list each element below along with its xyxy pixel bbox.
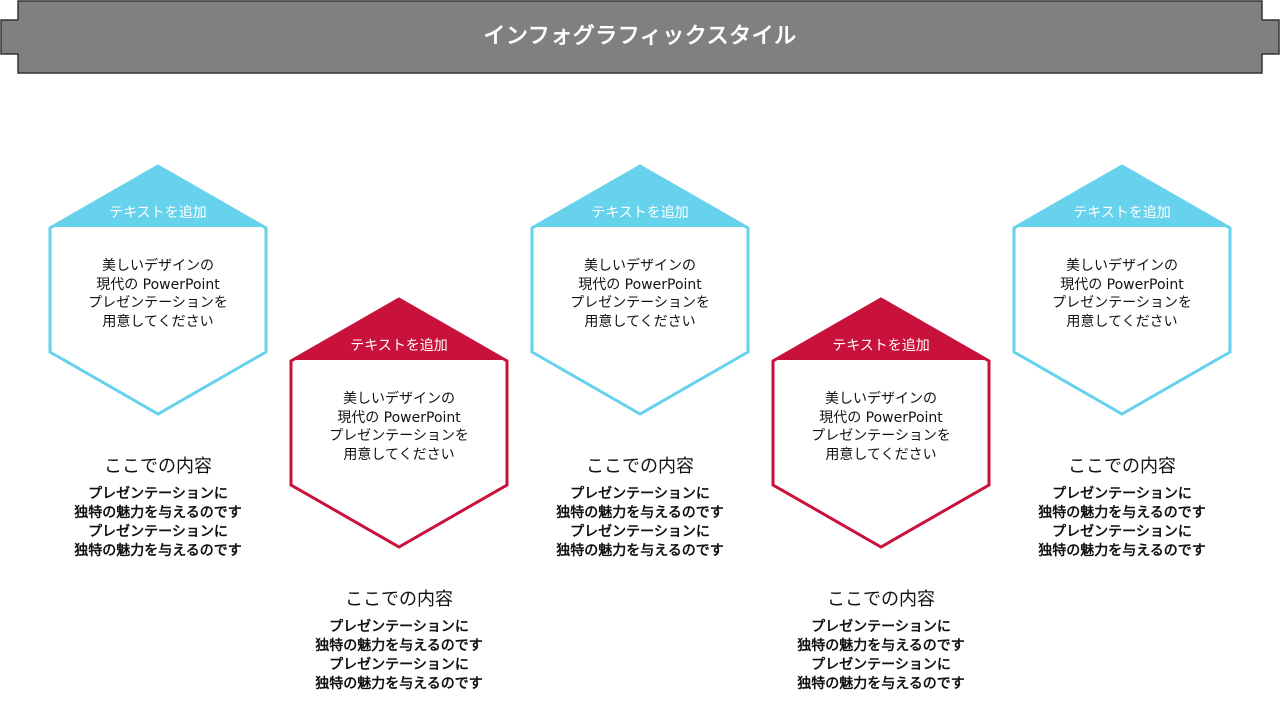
step-description-line: プレゼンテーションに	[811, 657, 951, 673]
hexagon-body-line: 美しいデザインの	[825, 391, 937, 407]
hexagon-body-text: 美しいデザインの現代の PowerPoint プレゼンテーションを用意してください	[299, 390, 499, 464]
hexagon-cap	[532, 165, 748, 227]
step-description-line: 独特の魅力を与えるのです	[797, 676, 965, 692]
step-description-line: 独特の魅力を与えるのです	[797, 638, 965, 654]
step-description-line: 独特の魅力を与えるのです	[74, 505, 242, 521]
hexagon-body-line: 現代の PowerPoint	[578, 276, 702, 293]
page-title: インフォグラフィックスタイル	[483, 24, 797, 49]
hexagon-body-line: 現代の PowerPoint	[1060, 276, 1184, 293]
hexagon-body-line: プレゼンテーションを	[811, 428, 951, 444]
hexagon-label: テキストを追加	[591, 205, 689, 221]
hexagon-body-line: 用意してください	[102, 313, 214, 330]
hexagon-body-line: 美しいデザインの	[343, 391, 455, 407]
step-card: テキストを追加美しいデザインの現代の PowerPoint プレゼンテーションを用…	[1012, 164, 1232, 584]
step-description-line: プレゼンテーションに	[1052, 524, 1192, 540]
step-description-line: プレゼンテーションに	[88, 524, 228, 540]
hexagon-body-text: 美しいデザインの現代の PowerPoint プレゼンテーションを用意してください	[1022, 257, 1222, 331]
step-description-line: プレゼンテーションに	[811, 619, 951, 635]
hexagon-shape	[530, 164, 750, 416]
hexagon-label: テキストを追加	[109, 205, 207, 221]
step-card: テキストを追加美しいデザインの現代の PowerPoint プレゼンテーションを用…	[530, 164, 750, 584]
step-description: プレゼンテーションに独特の魅力を与えるのですプレゼンテーションに独特の魅力を与え…	[269, 618, 529, 694]
hexagon-shape	[289, 297, 509, 549]
hexagon-label: テキストを追加	[1073, 205, 1171, 221]
hexagon-outline	[530, 164, 750, 416]
step-description-line: 独特の魅力を与えるのです	[315, 676, 483, 692]
hexagon-body-line: 現代の PowerPoint	[337, 409, 461, 426]
hexagon-outline	[48, 164, 268, 416]
hexagon-body-line: プレゼンテーションを	[88, 295, 228, 311]
hexagon-body-line: 美しいデザインの	[584, 258, 696, 274]
step-heading: ここでの内容	[345, 589, 453, 610]
title-banner-shape	[0, 0, 1280, 74]
hexagon-body-text: 美しいデザインの現代の PowerPoint プレゼンテーションを用意してください	[58, 257, 258, 331]
hexagon-cap	[50, 165, 266, 227]
step-heading: ここでの内容	[104, 456, 212, 477]
step-description-line: 独特の魅力を与えるのです	[74, 543, 242, 559]
hexagon-shape	[771, 297, 991, 549]
hexagon-label: テキストを追加	[832, 338, 930, 354]
hexagon-body-line: 用意してください	[584, 313, 696, 330]
step-description: プレゼンテーションに独特の魅力を与えるのですプレゼンテーションに独特の魅力を与え…	[992, 485, 1252, 561]
step-description-line: プレゼンテーションに	[1052, 486, 1192, 502]
step-description: プレゼンテーションに独特の魅力を与えるのですプレゼンテーションに独特の魅力を与え…	[751, 618, 1011, 694]
hexagon-label: テキストを追加	[350, 338, 448, 354]
step-description: プレゼンテーションに独特の魅力を与えるのですプレゼンテーションに独特の魅力を与え…	[510, 485, 770, 561]
hexagon-body-text: 美しいデザインの現代の PowerPoint プレゼンテーションを用意してください	[540, 257, 740, 331]
hexagon-shape	[48, 164, 268, 416]
hexagon-body-line: プレゼンテーションを	[1052, 295, 1192, 311]
step-description-line: プレゼンテーションに	[88, 486, 228, 502]
step-card: テキストを追加美しいデザインの現代の PowerPoint プレゼンテーションを用…	[48, 164, 268, 584]
step-description-line: 独特の魅力を与えるのです	[556, 505, 724, 521]
step-description-line: プレゼンテーションに	[329, 619, 469, 635]
step-description-line: プレゼンテーションに	[570, 486, 710, 502]
hexagon-body-line: プレゼンテーションを	[570, 295, 710, 311]
step-description-line: プレゼンテーションに	[329, 657, 469, 673]
hexagon-shape	[1012, 164, 1232, 416]
hexagon-body-line: 現代の PowerPoint	[96, 276, 220, 293]
hexagon-body-line: 用意してください	[825, 446, 937, 463]
hexagon-body-line: 用意してください	[343, 446, 455, 463]
hexagon-outline	[1012, 164, 1232, 416]
step-heading: ここでの内容	[586, 456, 694, 477]
hexagon-body-line: 現代の PowerPoint	[819, 409, 943, 426]
hexagon-body-text: 美しいデザインの現代の PowerPoint プレゼンテーションを用意してください	[781, 390, 981, 464]
step-heading: ここでの内容	[1068, 456, 1176, 477]
step-description-line: 独特の魅力を与えるのです	[1038, 543, 1206, 559]
title-banner: インフォグラフィックスタイル	[0, 0, 1280, 76]
hexagon-body-line: 用意してください	[1066, 313, 1178, 330]
step-description-line: プレゼンテーションに	[570, 524, 710, 540]
hexagon-body-line: プレゼンテーションを	[329, 428, 469, 444]
hexagon-cap	[1014, 165, 1230, 227]
hexagon-cap	[773, 298, 989, 360]
hexagon-body-line: 美しいデザインの	[102, 258, 214, 274]
step-description-line: 独特の魅力を与えるのです	[1038, 505, 1206, 521]
hexagon-cap	[291, 298, 507, 360]
step-description-line: 独特の魅力を与えるのです	[315, 638, 483, 654]
step-description-line: 独特の魅力を与えるのです	[556, 543, 724, 559]
step-heading: ここでの内容	[827, 589, 935, 610]
step-description: プレゼンテーションに独特の魅力を与えるのですプレゼンテーションに独特の魅力を与え…	[28, 485, 288, 561]
hexagon-outline	[289, 297, 509, 549]
hexagon-body-line: 美しいデザインの	[1066, 258, 1178, 274]
hexagon-outline	[771, 297, 991, 549]
step-card: テキストを追加美しいデザインの現代の PowerPoint プレゼンテーションを用…	[289, 297, 509, 717]
step-card: テキストを追加美しいデザインの現代の PowerPoint プレゼンテーションを用…	[771, 297, 991, 717]
